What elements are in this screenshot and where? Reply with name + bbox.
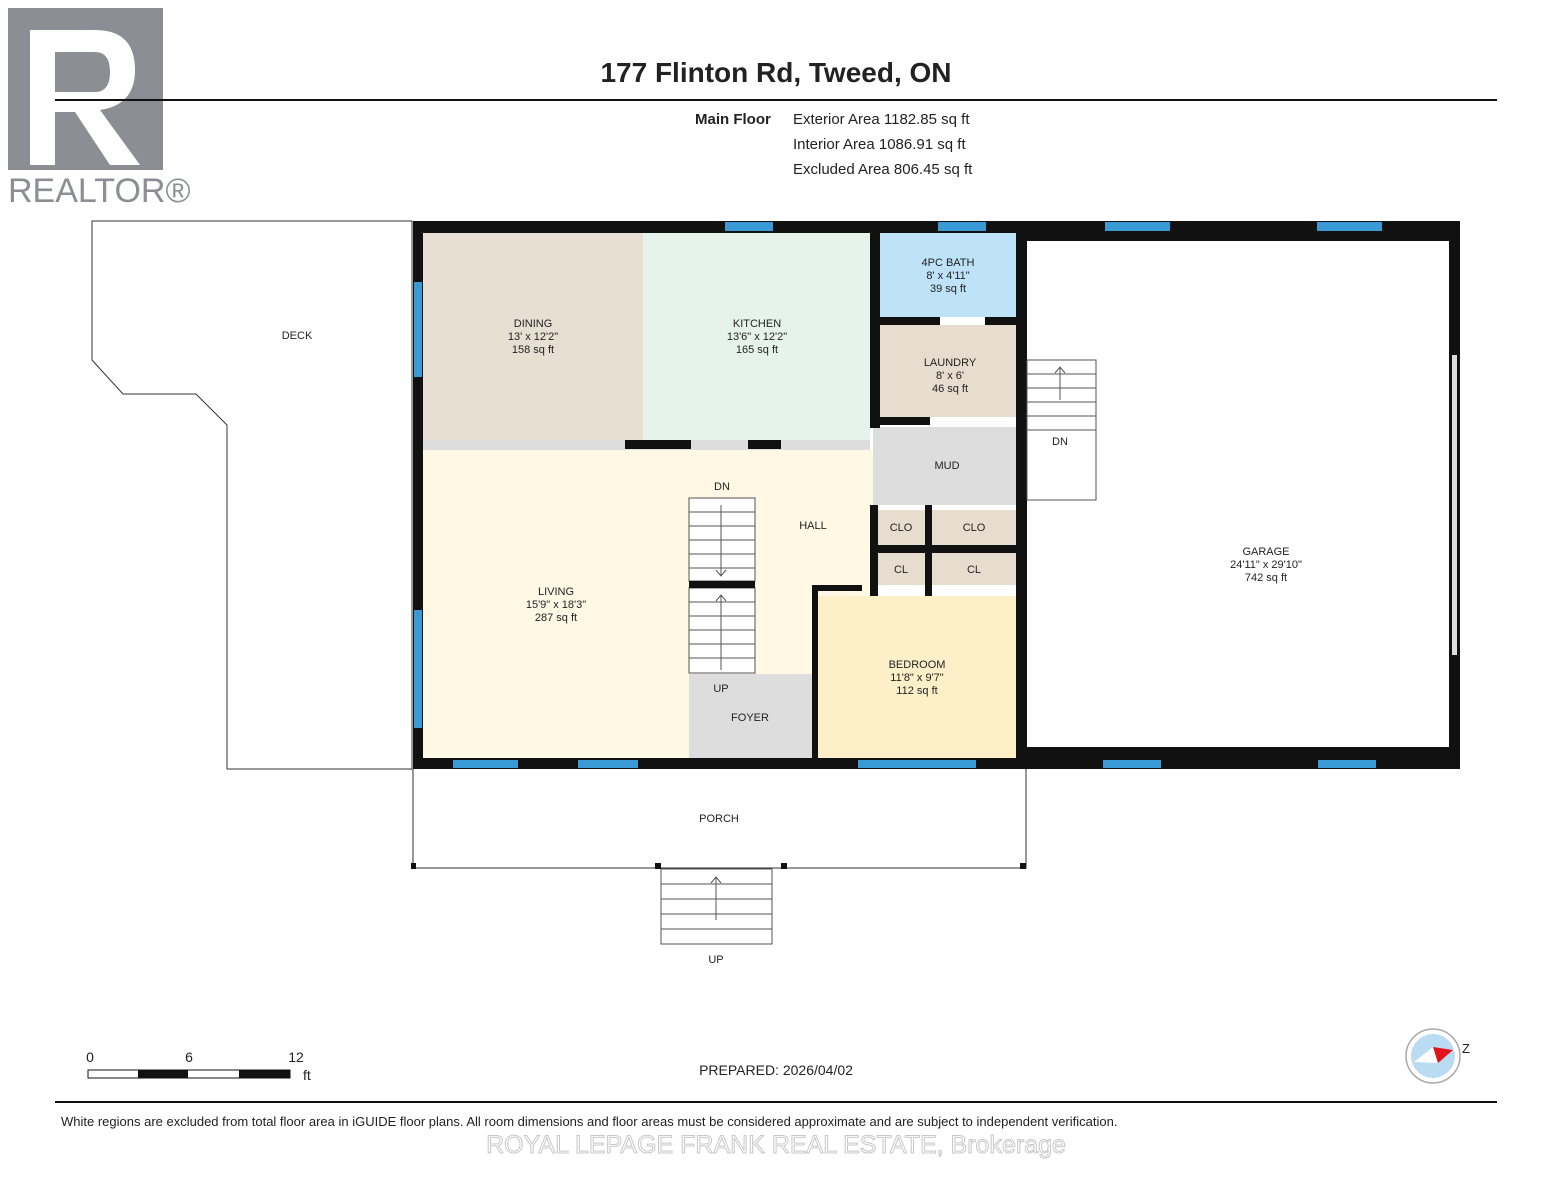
kitchen-name: KITCHEN [733, 318, 781, 330]
interior-area: Interior Area 1086.91 sq ft [793, 136, 966, 153]
closet-3 [878, 553, 925, 585]
mud-label: MUD [934, 460, 959, 472]
closet-3-label: CL [894, 564, 908, 576]
bedroom-name: BEDROOM [889, 659, 946, 671]
closet-1 [878, 510, 925, 545]
garage-name: GARAGE [1242, 546, 1289, 558]
bath-dims: 8' x 4'11" [926, 270, 969, 282]
page-title: 177 Flinton Rd, Tweed, ON [600, 57, 951, 88]
porch-area [411, 769, 1027, 869]
compass-icon: Z [1405, 1028, 1470, 1084]
closet-1-label: CLO [890, 522, 913, 534]
svg-text:Z: Z [1462, 1041, 1470, 1056]
kitchen-dims: 13'6" x 12'2" [727, 331, 787, 343]
deck-area [91, 220, 413, 770]
kitchen-room [643, 233, 870, 440]
scale-unit: ft [303, 1067, 311, 1083]
dining-dims: 13' x 12'2" [508, 331, 558, 343]
stair-up-label: UP [713, 683, 728, 695]
bath-room [880, 233, 1016, 317]
floor-name: Main Floor [695, 111, 771, 128]
dining-room [423, 233, 643, 440]
laundry-area: 46 sq ft [932, 383, 968, 395]
laundry-room [880, 325, 1016, 417]
stair-down-label: DN [714, 481, 730, 493]
kitchen-area: 165 sq ft [736, 344, 778, 356]
living-name: LIVING [538, 586, 574, 598]
dining-area: 158 sq ft [512, 344, 554, 356]
bedroom [818, 596, 1016, 758]
windows [414, 222, 1457, 768]
excluded-area: Excluded Area 806.45 sq ft [793, 161, 973, 178]
porch-steps [660, 868, 773, 945]
watermark: ROYAL LEPAGE FRANK REAL ESTATE, Brokerag… [486, 1131, 1066, 1159]
closet-4-label: CL [967, 564, 981, 576]
exterior-area: Exterior Area 1182.85 sq ft [793, 111, 970, 128]
interior-stairs [688, 497, 756, 674]
mud-room [873, 427, 1016, 505]
garage-dims: 24'11" x 29'10" [1230, 559, 1302, 571]
title-divider [55, 99, 1497, 101]
bath-name: 4PC BATH [922, 257, 975, 269]
scale-bar [87, 1069, 291, 1079]
realtor-logo: REALTOR® [8, 8, 191, 210]
garage-stairs [1026, 359, 1097, 501]
scale-tick-12: 12 [288, 1049, 304, 1065]
hall-label: HALL [799, 520, 827, 532]
scale-tick-6: 6 [185, 1049, 193, 1065]
foyer-label: FOYER [731, 712, 769, 724]
porch-label: PORCH [699, 813, 739, 825]
garage-stair-down-label: DN [1052, 436, 1068, 448]
living-area: 287 sq ft [535, 612, 577, 624]
dining-name: DINING [514, 318, 553, 330]
prepared-date: PREPARED: 2026/04/02 [699, 1062, 853, 1078]
closet-2-label: CLO [963, 522, 986, 534]
disclaimer: White regions are excluded from total fl… [61, 1114, 1117, 1129]
scale-tick-0: 0 [86, 1049, 94, 1065]
closet-4 [932, 553, 1016, 585]
laundry-dims: 8' x 6' [936, 370, 964, 382]
living-dims: 15'9" x 18'3" [526, 599, 586, 611]
laundry-name: LAUNDRY [924, 357, 977, 369]
closet-2 [932, 510, 1016, 545]
footer-divider [55, 1101, 1497, 1103]
foyer [689, 674, 812, 758]
realtor-logo-text: REALTOR® [8, 172, 191, 210]
bedroom-dims: 11'8" x 9'7" [890, 672, 943, 684]
deck-label: DECK [282, 330, 313, 342]
bath-area: 39 sq ft [930, 283, 966, 295]
garage-area: 742 sq ft [1245, 572, 1287, 584]
stair-wall [689, 581, 755, 588]
porch-up-label: UP [708, 954, 723, 966]
bedroom-area: 112 sq ft [896, 685, 937, 697]
